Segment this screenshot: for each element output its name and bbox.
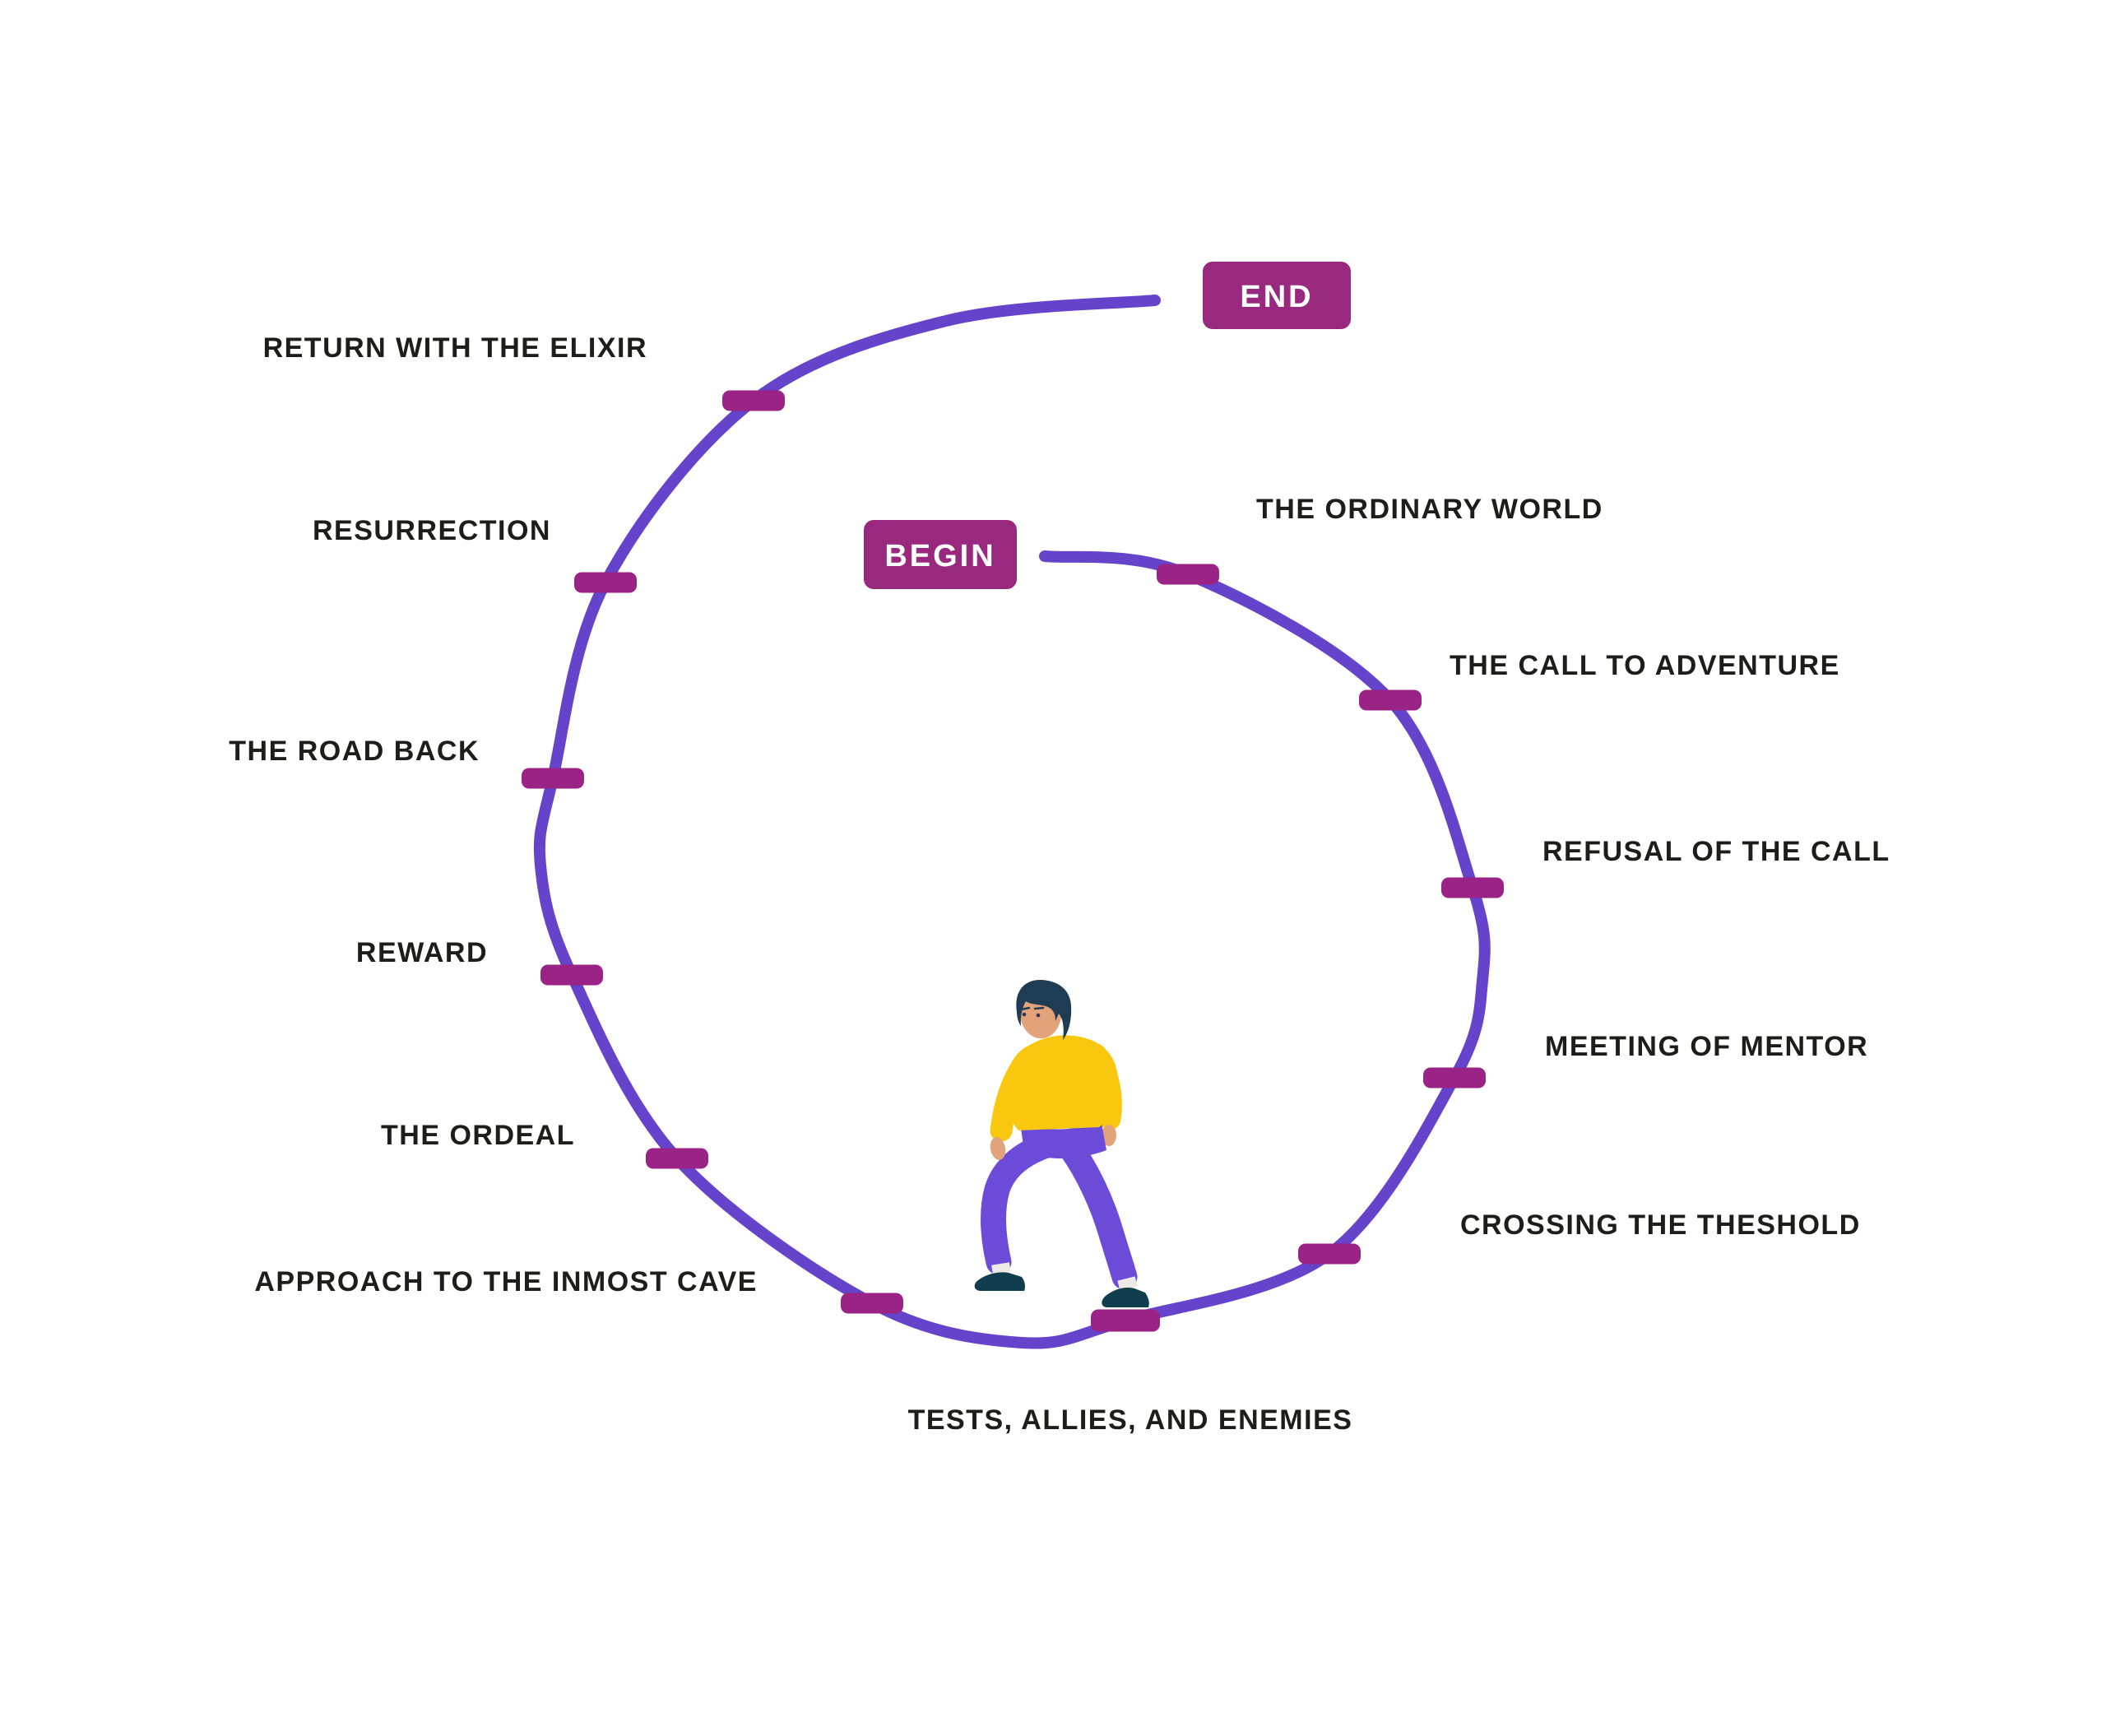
begin-button-background xyxy=(864,520,1017,589)
stage-tick-reward xyxy=(540,964,603,986)
end-button-label: END xyxy=(1240,280,1313,314)
stage-label-crossing-the-theshold: CROSSING THE THESHOLD xyxy=(1460,1209,1861,1241)
hero-back-shoe xyxy=(974,1272,1025,1291)
stage-tick-refusal-of-the-call xyxy=(1441,877,1504,898)
hero-front-hand xyxy=(990,1137,1006,1160)
stage-label-tests-allies-and-enemies: TESTS, ALLIES, AND ENEMIES xyxy=(908,1404,1353,1436)
begin-button[interactable]: BEGIN xyxy=(864,520,1017,589)
stage-tick-layer xyxy=(522,390,1504,1332)
stage-tick-resurrection xyxy=(574,572,637,593)
stage-label-the-call-to-adventure: THE CALL TO ADVENTURE xyxy=(1450,650,1840,681)
stage-tick-return-with-the-elixir xyxy=(722,390,785,411)
hero-front-shoe xyxy=(1102,1288,1149,1307)
stage-label-approach-to-the-inmost-cave: APPROACH TO THE INMOST CAVE xyxy=(254,1266,758,1297)
stage-tick-the-road-back xyxy=(522,768,584,789)
hero-ear xyxy=(1052,1016,1060,1024)
stage-label-the-road-back: THE ROAD BACK xyxy=(229,736,480,767)
journey-path xyxy=(533,295,1491,1349)
hero-back-hand xyxy=(1102,1125,1116,1146)
hero-front-sock xyxy=(1117,1276,1138,1291)
stage-tick-crossing-the-theshold xyxy=(1298,1243,1361,1265)
hero-eye-left xyxy=(1022,1012,1027,1017)
hero-back-sock xyxy=(991,1262,1011,1275)
hero-front-arm xyxy=(990,1053,1035,1142)
stage-tick-approach-to-the-inmost-cave xyxy=(841,1293,903,1314)
stage-tick-the-ordinary-world xyxy=(1157,564,1219,585)
stage-label-the-ordinary-world: THE ORDINARY WORLD xyxy=(1256,494,1603,525)
hero-eyebrow-right xyxy=(1033,1006,1045,1010)
stage-tick-meeting-of-mentor xyxy=(1423,1067,1486,1088)
stage-label-reward: REWARD xyxy=(356,937,488,968)
hero-eyebrow-left xyxy=(1019,1006,1031,1011)
stage-label-return-with-the-elixir: RETURN WITH THE ELIXIR xyxy=(263,332,647,364)
stage-tick-the-ordeal xyxy=(646,1148,708,1169)
hero-walker-illustration xyxy=(974,979,1149,1307)
journey-path-layer xyxy=(533,295,1491,1349)
end-button-background xyxy=(1203,262,1351,329)
stage-label-meeting-of-mentor: MEETING OF MENTOR xyxy=(1545,1031,1868,1062)
stage-tick-the-call-to-adventure xyxy=(1359,689,1422,711)
stage-label-layer: THE ORDINARY WORLD THE CALL TO ADVENTURE R… xyxy=(229,332,1890,1436)
begin-button-label: BEGIN xyxy=(884,539,995,573)
stage-label-the-ordeal: THE ORDEAL xyxy=(381,1120,575,1151)
hero-back-leg xyxy=(981,1132,1060,1275)
hero-hair xyxy=(1016,979,1072,1040)
end-button[interactable]: END xyxy=(1203,262,1351,329)
stage-label-refusal-of-the-call: REFUSAL OF THE CALL xyxy=(1542,836,1890,867)
hero-front-leg xyxy=(1058,1135,1138,1290)
stage-tick-tests-allies-and-enemies xyxy=(1091,1309,1160,1332)
hero-torso xyxy=(1004,1035,1119,1130)
hero-eye-right xyxy=(1036,1013,1041,1018)
stage-label-resurrection: RESURRECTION xyxy=(313,515,551,546)
